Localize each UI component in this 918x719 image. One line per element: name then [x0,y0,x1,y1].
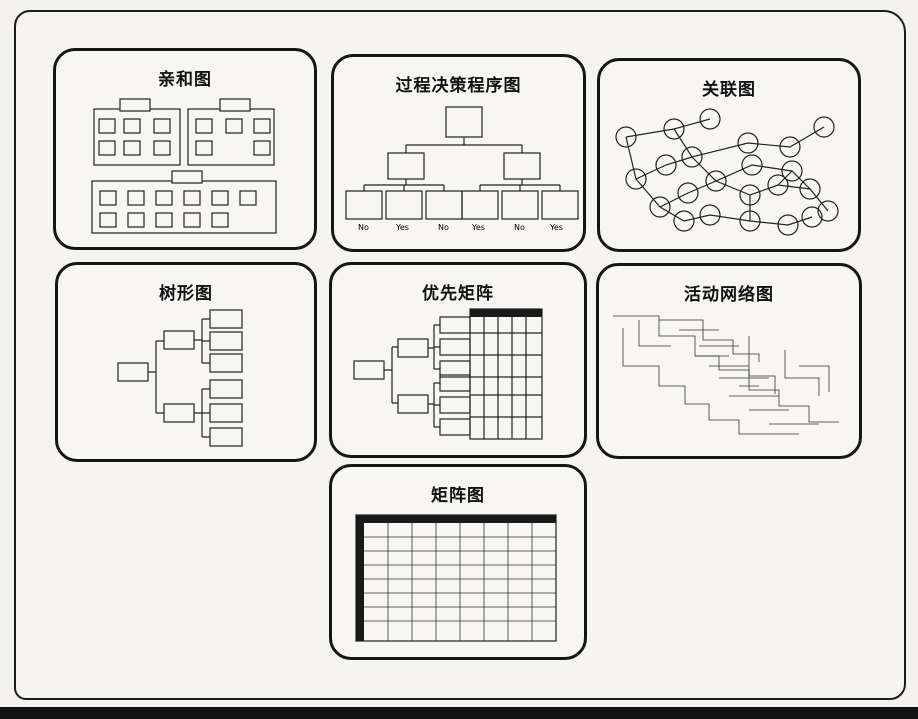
panel-matrix-title: 矩阵图 [431,486,485,506]
panel-matrix: 矩阵图 [329,464,587,660]
matrix-diagram [355,514,557,642]
panel-relation: 关联图 [597,58,861,252]
affinity-diagram [91,98,277,234]
panel-priority-matrix: 优先矩阵 [329,262,587,458]
tree-diagram [117,309,243,447]
panel-activity-network-title: 活动网络图 [684,285,774,305]
pdpc-leaf-label: Yes [472,223,485,232]
panel-relation-title: 关联图 [702,80,756,100]
panel-priority-matrix-title: 优先矩阵 [422,284,494,304]
pdpc-leaf-label: Yes [396,223,409,232]
bottom-bar [0,707,918,719]
panel-affinity: 亲和图 [53,48,317,250]
pdpc-diagram [345,106,579,220]
panel-tree-title: 树形图 [159,284,213,304]
pdpc-leaf-label: Yes [550,223,563,232]
relation-diagram [615,108,839,236]
panel-activity-network: 活动网络图 [596,263,862,459]
panel-pdpc: 过程决策程序图 No Yes No Yes No Yes [331,54,586,252]
priority-matrix-diagram [353,308,543,440]
pdpc-leaf-label: No [438,223,449,232]
panel-pdpc-title: 过程决策程序图 [395,76,522,96]
pdpc-leaf-label: No [358,223,369,232]
activity-network-diagram [613,315,839,435]
panel-affinity-title: 亲和图 [158,70,212,90]
panel-tree: 树形图 [55,262,317,462]
pdpc-leaf-label: No [514,223,525,232]
